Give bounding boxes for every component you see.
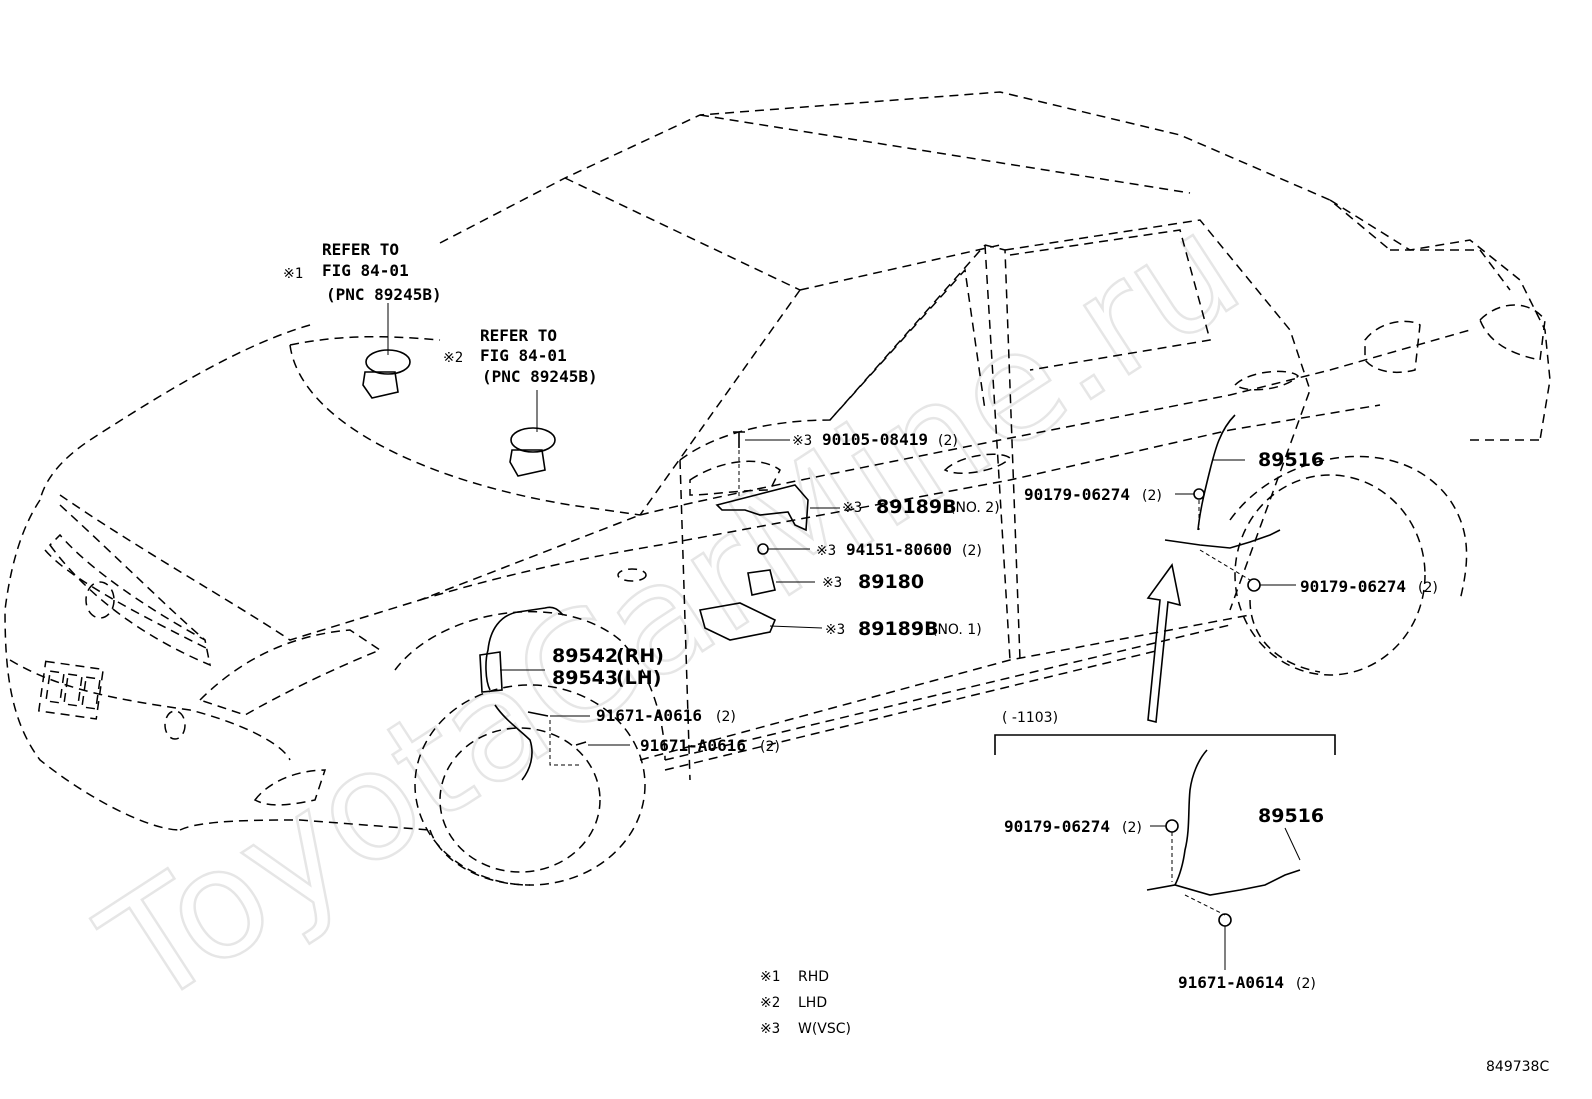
part-89189b-no1-label: ※3 89189B (NO. 1) xyxy=(825,618,982,640)
part-89516-label: 89516 xyxy=(1258,449,1324,471)
ref-rhd-line2: FIG 84-01 xyxy=(322,261,409,280)
inset-range-label: ( -1103) xyxy=(1002,710,1058,726)
part-qty: (2) xyxy=(716,709,736,725)
part-mark: ※3 xyxy=(816,543,836,559)
legend: ※1 RHD ※2 LHD ※3 W(VSC) xyxy=(760,969,851,1037)
ref-rhd-line1: REFER TO xyxy=(322,240,399,259)
part-suffix: (NO. 2) xyxy=(950,500,1000,516)
part-number: 90179-06274 xyxy=(1300,577,1406,596)
front-speed-sensor-icon xyxy=(479,606,630,781)
part-mark: ※3 xyxy=(842,500,862,516)
part-number: 90105-08419 xyxy=(822,430,928,449)
ref-lhd-line3: (PNC 89245B) xyxy=(482,367,598,386)
inset-90179-label: 90179-06274 (2) xyxy=(1004,817,1142,836)
vsc-sensor-assembly-icon xyxy=(698,431,840,641)
part-mark: ※3 xyxy=(792,433,812,449)
part-qty: (2) xyxy=(1122,820,1142,836)
part-90105-label: ※3 90105-08419 (2) xyxy=(792,430,958,449)
part-number: 90179-06274 xyxy=(1004,817,1110,836)
inset-bracket xyxy=(994,734,1336,755)
part-91671-a0616-b-label: 91671-A0616 (2) xyxy=(640,736,780,755)
part-mark: ※3 xyxy=(822,575,842,591)
part-number: 89180 xyxy=(858,571,924,593)
part-90179-a-label: 90179-06274 (2) xyxy=(1024,485,1162,504)
legend-text: RHD xyxy=(798,969,829,985)
legend-mark: ※3 xyxy=(760,1021,780,1037)
part-89180-label: ※3 89180 xyxy=(822,571,924,593)
inset-rear-sensor-icon xyxy=(1146,749,1301,970)
part-89189b-no2-label: ※3 89189B (NO. 2) xyxy=(842,496,1000,518)
part-number: 94151-80600 xyxy=(846,540,952,559)
part-suffix: (NO. 1) xyxy=(932,622,982,638)
steering-sensor-lhd-icon xyxy=(509,390,556,477)
rear-speed-sensor-icon xyxy=(1164,414,1296,592)
part-side: (LH) xyxy=(616,667,661,689)
ref-rhd-label: ※1 REFER TO FIG 84-01 (PNC 89245B) xyxy=(283,240,442,304)
watermark: ToyotaCarMine.ru xyxy=(74,181,1269,1041)
part-89543-label: 89543 (LH) xyxy=(552,667,661,689)
part-number: 89516 xyxy=(1258,449,1324,471)
part-number: 89189B xyxy=(876,496,957,518)
part-94151-label: ※3 94151-80600 (2) xyxy=(816,540,982,559)
detail-arrow-icon xyxy=(1146,563,1182,724)
part-qty: (2) xyxy=(1142,488,1162,504)
part-number: 90179-06274 xyxy=(1024,485,1130,504)
ref-lhd-line1: REFER TO xyxy=(480,326,557,345)
part-number: 89543 xyxy=(552,667,618,689)
ref-rhd-mark: ※1 xyxy=(283,266,303,282)
part-number: 91671-A0616 xyxy=(596,706,702,725)
ref-lhd-line2: FIG 84-01 xyxy=(480,346,567,365)
part-qty: (2) xyxy=(938,433,958,449)
ref-lhd-mark: ※2 xyxy=(443,350,463,366)
part-mark: ※3 xyxy=(825,622,845,638)
part-number: 91671-A0614 xyxy=(1178,973,1284,992)
legend-text: W(VSC) xyxy=(798,1021,851,1037)
legend-mark: ※1 xyxy=(760,969,780,985)
steering-sensor-rhd-icon xyxy=(362,303,411,399)
part-qty: (2) xyxy=(1296,976,1316,992)
part-91671-a0616-a-label: 91671-A0616 (2) xyxy=(596,706,736,725)
part-90179-b-label: 90179-06274 (2) xyxy=(1300,577,1438,596)
ref-rhd-line3: (PNC 89245B) xyxy=(326,285,442,304)
ref-lhd-label: ※2 REFER TO FIG 84-01 (PNC 89245B) xyxy=(443,326,598,386)
legend-mark: ※2 xyxy=(760,995,780,1011)
part-qty: (2) xyxy=(1418,580,1438,596)
part-number: 89516 xyxy=(1258,805,1324,827)
part-qty: (2) xyxy=(760,739,780,755)
part-number: 89189B xyxy=(858,618,939,640)
figure-code: 849738C xyxy=(1486,1059,1549,1075)
inset-91671-label: 91671-A0614 (2) xyxy=(1178,973,1316,992)
part-number: 91671-A0616 xyxy=(640,736,746,755)
part-side: (RH) xyxy=(616,645,664,667)
inset-89516-label: 89516 xyxy=(1258,805,1324,827)
car-outline xyxy=(4,91,1551,886)
legend-text: LHD xyxy=(798,995,827,1011)
part-qty: (2) xyxy=(962,543,982,559)
part-number: 89542 xyxy=(552,645,618,667)
part-89542-label: 89542 (RH) xyxy=(552,645,664,667)
